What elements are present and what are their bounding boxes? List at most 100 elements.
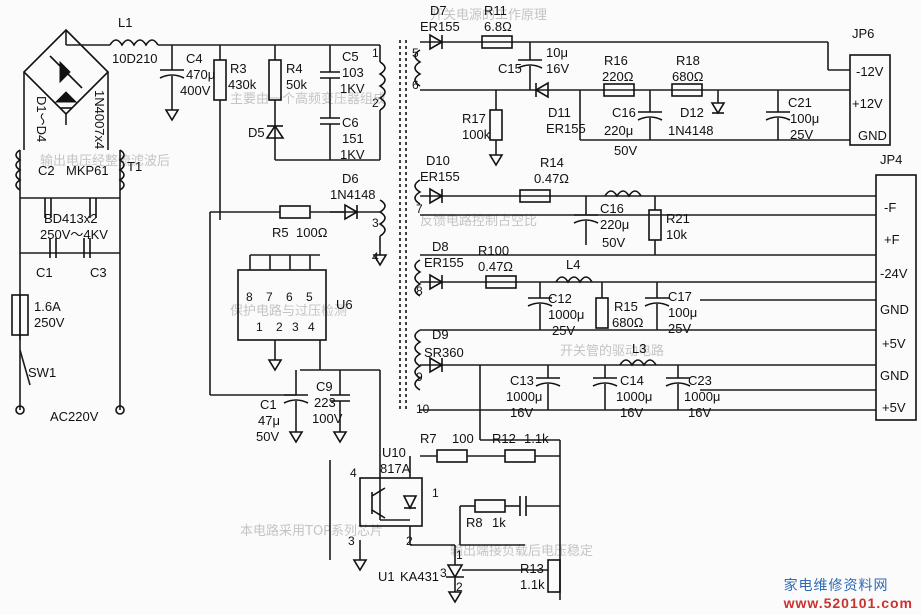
label-r5: R5 — [272, 225, 289, 240]
label-r11: R11 — [484, 3, 507, 18]
label-c9-value-1: 223 — [314, 395, 336, 410]
diode-d6 — [209, 203, 380, 395]
label-c13-value-2: 16V — [510, 405, 534, 420]
label-sw1: SW1 — [28, 365, 57, 380]
label-r16-value: 220Ω — [602, 69, 634, 84]
bg-text-4: 反馈电路控制占空比 — [420, 214, 538, 229]
switch-sw1 — [15, 349, 125, 415]
label-c23: C23 — [688, 373, 712, 388]
bg-text-7: 输出端接负载后电压稳定 — [450, 544, 594, 559]
secondary-windings — [414, 49, 422, 391]
label-c14-value-2: 16V — [620, 405, 644, 420]
t1-pin-9: 9 — [416, 370, 423, 384]
label-d7-value: ER155 — [420, 19, 460, 34]
label-c14: C14 — [620, 373, 644, 388]
transformer-primary — [330, 45, 388, 267]
u1-pin-1: 1 — [456, 548, 463, 562]
bg-text-3: 输出电压经整流滤波后 — [40, 154, 171, 169]
label-c21-value-2: 25V — [790, 127, 814, 142]
label-d9-value: SR360 — [424, 345, 464, 360]
label-bd: BD413x2 — [44, 211, 98, 226]
u6-pin-3: 3 — [292, 320, 299, 334]
bg-text-1: 开关电源的工作原理 — [430, 8, 548, 23]
t1-pin-1: 1 — [372, 46, 379, 60]
capacitors-c1-c9 — [210, 370, 350, 444]
label-c1-aux-value-2: 50V — [256, 429, 280, 444]
label-c12-value-2: 25V — [552, 323, 576, 338]
u1-pin-2: 2 — [456, 580, 463, 594]
label-r17-value: 100k — [462, 127, 491, 142]
label-u1: U1 — [378, 569, 395, 584]
resistor-r4 — [268, 45, 330, 161]
label-ac220v: AC220V — [50, 409, 99, 424]
u6-pin-1: 1 — [256, 320, 263, 334]
label-d12: D12 — [680, 105, 704, 120]
u1-pin-3: 3 — [440, 566, 447, 580]
label-c23-value-1: 1000μ — [684, 389, 721, 404]
label-r100-value: 0.47Ω — [478, 259, 514, 274]
label-c21-value-1: 100μ — [790, 111, 820, 126]
label-c4-value-1: 470μ — [186, 67, 216, 82]
label-l1: L1 — [118, 15, 133, 30]
connector-jp6 — [849, 54, 891, 146]
label-d1-d4: D1～D4 — [34, 96, 49, 143]
choke-t1 — [15, 149, 125, 191]
rail-12v — [420, 81, 850, 167]
u6-pin-8: 8 — [246, 290, 253, 304]
jp4-pin-minus-24v: -24V — [880, 266, 908, 281]
label-c13: C13 — [510, 373, 534, 388]
u10-pin-2: 2 — [406, 534, 413, 548]
label-d5: D5 — [248, 125, 265, 140]
u6-pin-5: 5 — [306, 290, 313, 304]
label-c15-value-2: 16V — [546, 61, 570, 76]
u6-pin-6: 6 — [286, 290, 293, 304]
label-c3: C3 — [90, 265, 107, 280]
label-r7: R7 — [420, 431, 437, 446]
label-c9: C9 — [316, 379, 333, 394]
u10-pin-1: 1 — [432, 486, 439, 500]
jp4-pin-gnd-2: GND — [880, 368, 909, 383]
label-r13: R13 — [520, 561, 544, 576]
bg-text-6: 开关管的驱动电路 — [560, 344, 665, 359]
label-d8-value: ER155 — [424, 255, 464, 270]
label-r12: R12 — [492, 431, 516, 446]
label-c2-value: MKP61 — [66, 163, 109, 178]
label-c5-value-1: 103 — [342, 65, 364, 80]
label-fuse-value-2: 250V — [34, 315, 65, 330]
label-r18-value: 680Ω — [672, 69, 704, 84]
watermark-site: www.520101.com — [783, 595, 913, 611]
label-c21: C21 — [788, 95, 812, 110]
jp6-title: JP6 — [852, 26, 875, 41]
capacitor-c15 — [517, 42, 543, 90]
label-d11-value: ER155 — [546, 121, 586, 136]
label-c1-aux: C1 — [260, 397, 277, 412]
label-c4: C4 — [186, 51, 203, 66]
label-u10: U10 — [382, 445, 406, 460]
label-r100: R100 — [478, 243, 510, 258]
label-d10: D10 — [426, 153, 450, 168]
label-r18: R18 — [676, 53, 700, 68]
label-r5-value: 100Ω — [296, 225, 328, 240]
u10-pin-3: 3 — [348, 534, 355, 548]
feedback-network — [420, 439, 561, 600]
label-l4: L4 — [566, 257, 581, 272]
label-r8: R8 — [466, 515, 483, 530]
t1-pin-6: 6 — [412, 78, 419, 92]
watermark-prefix: 家电维修资料网 — [783, 577, 889, 593]
jp4-pin-gnd-1: GND — [880, 302, 909, 317]
label-d12-value: 1N4148 — [668, 123, 714, 138]
label-c5: C5 — [342, 49, 359, 64]
jp6-pin-minus-12v: -12V — [856, 64, 884, 79]
label-c6-value-2: 1KV — [340, 147, 365, 162]
label-r21: R21 — [666, 211, 690, 226]
diode-d5 — [265, 124, 285, 139]
resistor-r3 — [213, 45, 227, 220]
rail-d8 — [420, 273, 876, 331]
capacitors-c5-c6 — [320, 45, 340, 160]
bg-text-5: 保护电路与过压检测 — [230, 304, 348, 319]
u6-pin-4: 4 — [308, 320, 315, 334]
label-r21-value: 10k — [666, 227, 687, 242]
label-t1: T1 — [127, 159, 143, 174]
t1-pin-10: 10 — [416, 402, 430, 416]
label-l1-value: 10D210 — [112, 51, 158, 66]
